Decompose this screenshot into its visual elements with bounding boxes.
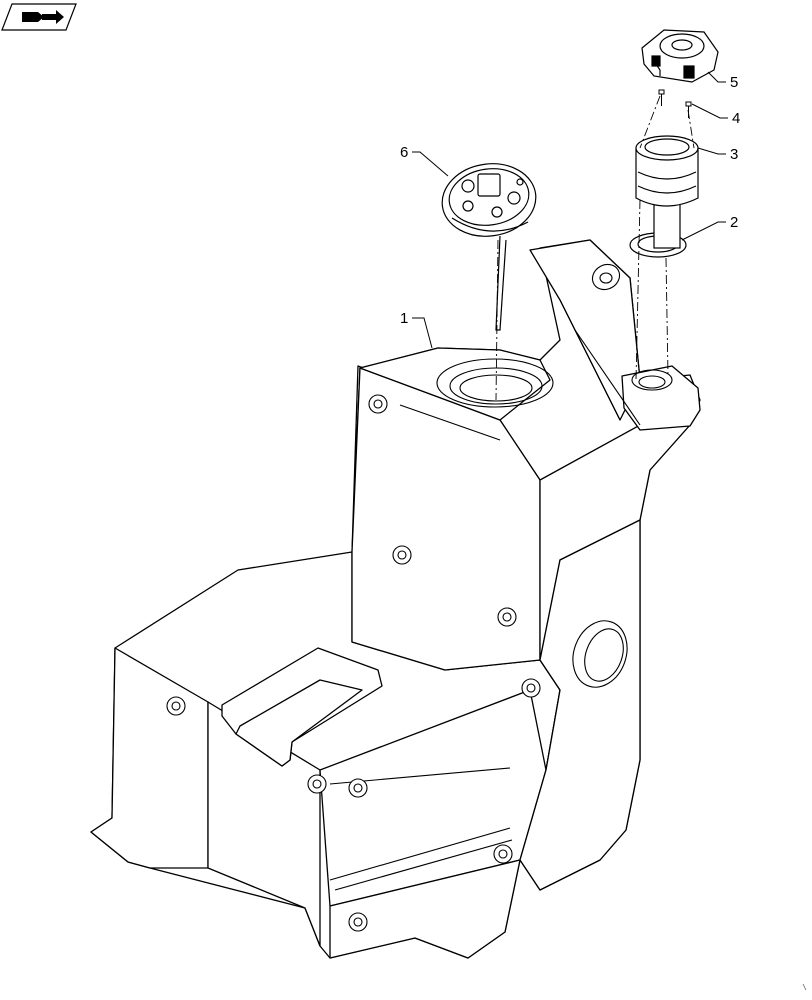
bolt-icon (166, 696, 186, 716)
bolt-icon (392, 545, 412, 565)
bolt-icon (348, 912, 368, 932)
callout-part-3: 3 (730, 146, 738, 163)
book-arrow-icon (22, 10, 64, 24)
tank-bolts (166, 394, 541, 932)
callout-part-6: 6 (400, 144, 408, 161)
alignment-lines (495, 95, 695, 401)
callout-part-5: 5 (730, 74, 738, 91)
bolt-icon (348, 778, 368, 798)
fuel-level-sender (441, 163, 537, 331)
callout-part-1: 1 (400, 310, 408, 327)
callout-part-4: 4 (732, 110, 740, 127)
filler-cap (641, 29, 719, 83)
bolt-icon (307, 774, 327, 794)
bolt-icon (493, 844, 513, 864)
tank-body (90, 239, 701, 959)
bolt-icon (521, 678, 541, 698)
leader-lines (412, 71, 728, 349)
bolt-icon (368, 394, 388, 414)
screws (658, 89, 692, 118)
callout-labels: 1 2 3 4 5 6 (400, 74, 740, 327)
corner-mark (802, 983, 807, 991)
callout-part-2: 2 (730, 214, 738, 231)
filler-neck (635, 135, 699, 249)
nav-icon-box[interactable] (1, 3, 77, 31)
bolt-icon (497, 607, 517, 627)
